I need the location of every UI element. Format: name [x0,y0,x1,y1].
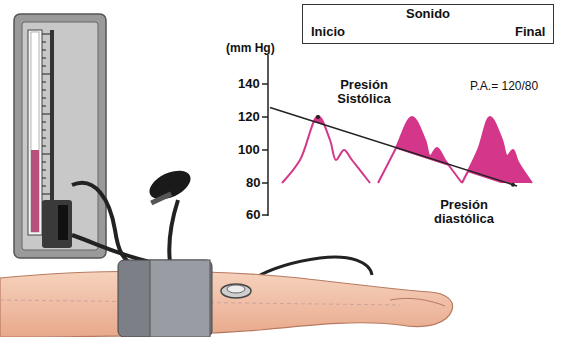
inflation-bulb [145,165,195,206]
arm [0,271,453,337]
sound-end: Final [513,25,547,39]
pulse-wave [378,117,462,183]
sound-end: Inicio [309,25,347,39]
mercury-manometer [14,14,106,258]
pressure-chart [262,18,532,216]
stethoscope-head [221,284,251,298]
sound-box: SonidoInicio Final [302,4,554,44]
pulse-fill [378,117,462,183]
systolic-label: Presión Sistólica [324,78,404,107]
pulse-wave [462,117,532,183]
hand-line [390,298,445,306]
axis-tick: 100 [238,143,260,157]
axis-tick: 140 [238,77,260,91]
diastolic-label: Presión diastólica [418,198,510,227]
axis-tick: 120 [238,110,260,124]
tube [169,200,178,262]
bp-reading: P.A.= 120/80 [470,80,538,93]
tube [72,235,150,262]
pulse-fill [462,117,532,183]
cuff [118,260,212,337]
cuff-pressure-line [270,108,517,187]
axis-tick: 60 [246,208,260,222]
axis-unit: (mm Hg) [226,42,275,55]
axis-tick: 80 [246,176,260,190]
sound-heading: Sonido [404,7,452,21]
